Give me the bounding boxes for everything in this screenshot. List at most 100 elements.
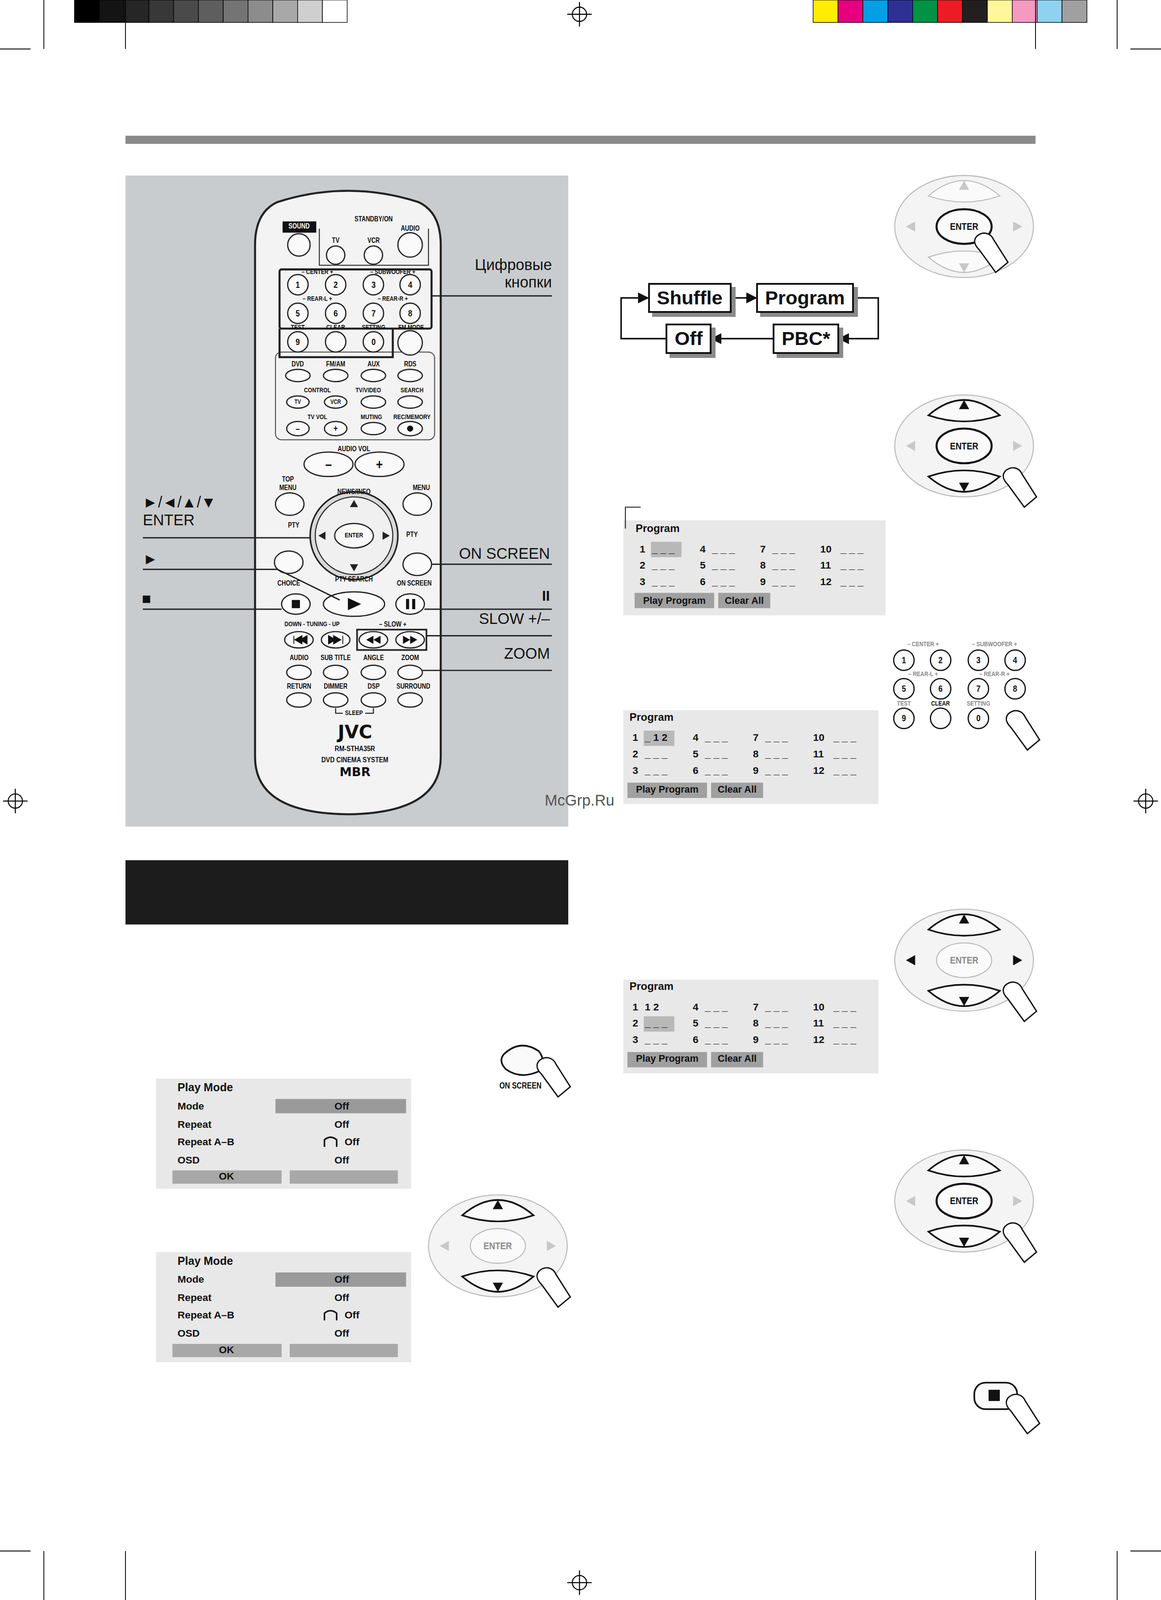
text-label: ZOOM bbox=[503, 645, 550, 663]
button-label: – REAR-R + bbox=[377, 295, 408, 303]
flow-box: Shuffle bbox=[648, 282, 732, 314]
standby-frame bbox=[319, 228, 429, 266]
down-button bbox=[461, 1270, 534, 1293]
registration-mark bbox=[578, 2, 580, 27]
menu-button bbox=[711, 1052, 764, 1068]
digit-button bbox=[968, 708, 989, 729]
button-label: CLEAR bbox=[931, 700, 950, 708]
button-label: 5 bbox=[295, 307, 300, 319]
menu-highlight bbox=[275, 1098, 407, 1114]
text-label: 6 bbox=[692, 1033, 699, 1046]
text-label: _ _ _ bbox=[644, 764, 668, 776]
record-dot bbox=[407, 425, 414, 432]
text-label: 11 bbox=[820, 559, 832, 571]
text-label: 4 bbox=[692, 731, 699, 744]
text-label: 5 bbox=[692, 1017, 699, 1029]
menu-highlight bbox=[650, 541, 682, 558]
digit-button bbox=[1004, 678, 1026, 700]
finger bbox=[974, 233, 1008, 273]
text-label: OSD bbox=[177, 1154, 200, 1166]
button-label: 7 bbox=[371, 307, 376, 319]
color-bar bbox=[124, 0, 150, 23]
arrow-symbol bbox=[318, 531, 326, 540]
button-label: ENTER bbox=[949, 954, 978, 966]
up-button bbox=[928, 180, 1000, 203]
crop-mark bbox=[124, 1551, 126, 1600]
text-label: 12 bbox=[813, 1033, 825, 1046]
button-label: ENTER bbox=[344, 531, 363, 540]
text-label: 5 bbox=[699, 559, 706, 571]
text-label: Play Program bbox=[636, 784, 699, 796]
text-label: _ _ _ bbox=[644, 1017, 668, 1029]
button-label: 4 bbox=[1012, 654, 1017, 666]
source-frame bbox=[275, 352, 435, 441]
text-label: OK bbox=[218, 1344, 234, 1356]
remote-button bbox=[395, 594, 425, 615]
button-label: – REAR-L + bbox=[908, 670, 938, 679]
text-label: Off bbox=[334, 1327, 350, 1340]
remote-button bbox=[323, 369, 349, 382]
text-label: _ _ _ bbox=[772, 543, 795, 555]
text-label: 8 bbox=[753, 748, 759, 760]
text-label: 10 bbox=[813, 731, 825, 744]
remote-button bbox=[359, 631, 388, 649]
arrow-symbol bbox=[958, 914, 970, 924]
color-bar bbox=[962, 0, 988, 23]
button-label: AUX bbox=[367, 360, 380, 369]
text-label: Play Program bbox=[636, 1053, 699, 1065]
arrow-symbol bbox=[958, 399, 970, 410]
button-label: SETTING bbox=[966, 700, 991, 708]
remote-button bbox=[281, 594, 311, 615]
digit-button bbox=[893, 678, 915, 700]
crop-mark bbox=[1130, 1550, 1161, 1552]
remote-button bbox=[323, 665, 349, 680]
arrow-symbol bbox=[906, 955, 916, 966]
remote-body bbox=[254, 191, 441, 815]
text-label: Clear All bbox=[717, 1053, 757, 1065]
leader-line bbox=[142, 569, 340, 601]
button-label: FM/AM bbox=[325, 360, 346, 369]
button-label: RETURN bbox=[286, 682, 312, 691]
digit-button bbox=[325, 274, 346, 296]
arrow-symbol bbox=[492, 1282, 504, 1293]
button-label: 7 bbox=[976, 683, 981, 695]
enter-button bbox=[470, 1228, 526, 1264]
power-button bbox=[364, 245, 383, 265]
text-label: Repeat bbox=[177, 1291, 212, 1304]
sound-tag bbox=[282, 221, 317, 233]
text-label: ON SCREEN bbox=[458, 545, 550, 563]
enter-button bbox=[936, 943, 992, 978]
text-label: Off bbox=[344, 1309, 360, 1321]
leader-line bbox=[431, 563, 553, 566]
menu-panel bbox=[156, 1252, 412, 1363]
remote-button bbox=[287, 233, 311, 257]
leader-line bbox=[142, 608, 282, 610]
menu-button bbox=[627, 1052, 708, 1068]
button-label: CLEAR bbox=[326, 323, 346, 332]
button-label: ON SCREEN bbox=[499, 1080, 542, 1091]
button-label: + bbox=[333, 423, 338, 434]
digit-group-frame bbox=[279, 269, 432, 329]
button-label: VCR bbox=[330, 398, 342, 406]
crop-mark bbox=[43, 0, 45, 50]
color-bar bbox=[223, 0, 249, 23]
digit-button bbox=[930, 678, 951, 700]
down-button bbox=[928, 1225, 1000, 1248]
remote-button bbox=[395, 631, 425, 649]
down-button bbox=[928, 470, 1000, 492]
text-label: SLOW +/– bbox=[478, 610, 550, 629]
digit-button bbox=[363, 274, 384, 296]
button-label: AUDIO VOL bbox=[337, 444, 371, 453]
color-bar bbox=[148, 0, 174, 23]
finger bbox=[1006, 1394, 1040, 1434]
text-label: Repeat bbox=[177, 1118, 212, 1131]
digit-button bbox=[287, 274, 309, 296]
text-label: 6 bbox=[692, 764, 699, 776]
button-label: + bbox=[376, 456, 383, 473]
remote-button bbox=[361, 665, 386, 680]
button-label: – CENTER + bbox=[301, 268, 333, 277]
text-label: _ _ _ bbox=[651, 559, 675, 571]
leader-line bbox=[426, 635, 552, 637]
enter-button bbox=[334, 523, 374, 549]
button-label: DVD bbox=[291, 360, 305, 369]
